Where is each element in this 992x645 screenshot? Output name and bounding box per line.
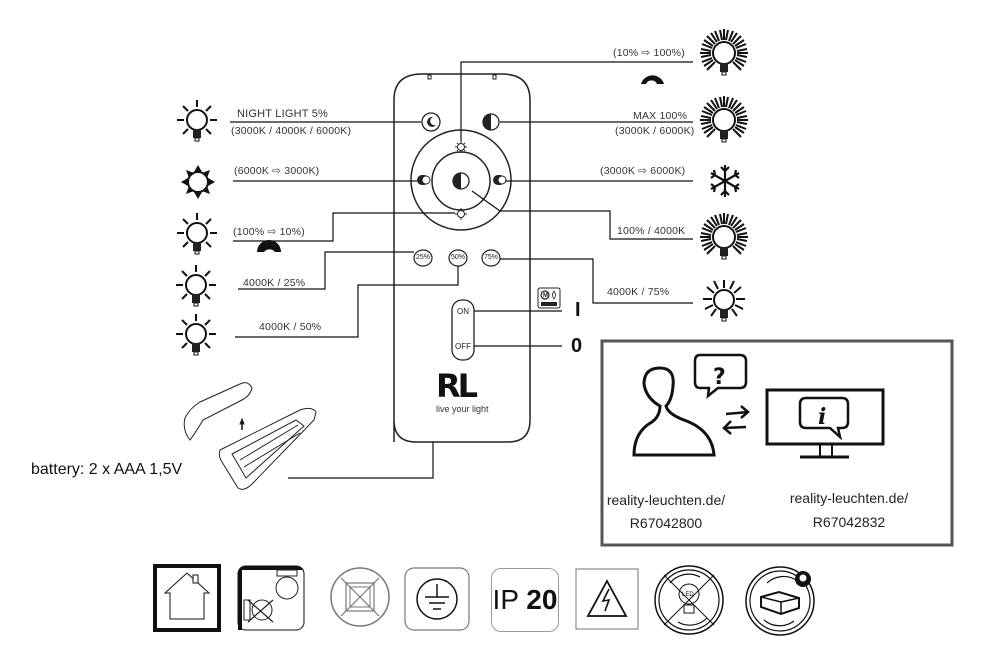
no-insulation-cover-icon <box>330 567 390 627</box>
support-url-2-line2[interactable]: R67042832 <box>812 514 886 530</box>
brand-tagline: live your light <box>436 404 489 414</box>
preset-75-label[interactable]: 75% <box>483 254 498 261</box>
support-url-1-line1[interactable]: reality-leuchten.de/ <box>606 492 726 508</box>
bulb-full-bright-icon <box>700 29 748 76</box>
preset-75-button <box>481 249 501 267</box>
on-symbol: I <box>575 299 581 321</box>
night-light-button <box>421 112 441 132</box>
memory-function-badge: M <box>537 287 561 309</box>
dim-down-curve-icon <box>257 240 281 252</box>
label-preset-25: 4000K / 25% <box>243 277 306 289</box>
electric-hazard-icon <box>575 568 639 630</box>
label-preset-75: 4000K / 75% <box>607 286 670 298</box>
not-for-recessed-icon <box>237 565 305 631</box>
led-not-replaceable-icon: LED <box>654 565 724 635</box>
bulb-dim-down-icon <box>176 212 218 255</box>
support-url-1-line2[interactable]: R67042800 <box>629 515 703 531</box>
battery-compartment-illustration <box>183 382 317 490</box>
cct-cool-button <box>493 175 507 185</box>
bulb-night-light-icon <box>176 99 218 142</box>
label-night-light-cct: (3000K / 4000K / 6000K) <box>231 125 352 137</box>
brightness-up-button <box>455 141 467 153</box>
protection-class-1-icon <box>404 567 470 631</box>
bulb-25-icon <box>175 264 217 307</box>
svg-text:?: ? <box>713 365 726 390</box>
on-button[interactable]: ON <box>457 307 469 316</box>
battery-spec: battery: 2 x AAA 1,5V <box>31 461 183 478</box>
brightness-down-button <box>455 208 467 220</box>
ip-prefix: IP <box>492 584 519 615</box>
label-max: MAX 100% <box>633 110 688 122</box>
bulb-max-icon <box>699 95 749 143</box>
exchange-arrows-icon <box>722 405 750 435</box>
ip-value: 20 <box>526 584 558 615</box>
snowflake-cool-icon <box>710 165 740 197</box>
sun-warm-icon <box>181 165 215 199</box>
center-button <box>452 172 470 190</box>
on-off-switch <box>451 299 475 361</box>
person-icon <box>632 366 716 457</box>
dim-up-curve-icon <box>641 75 664 84</box>
off-button[interactable]: OFF <box>455 342 471 351</box>
svg-text:M: M <box>543 293 548 299</box>
preset-25-button <box>413 249 433 267</box>
ip20-rating: IP 20 <box>491 568 559 632</box>
cct-warm-button <box>417 175 431 185</box>
driver-replaceable-by-professional-icon <box>745 566 815 636</box>
label-dim-up: (10% ⇨ 100%) <box>613 47 685 59</box>
label-max-cct: (3000K / 6000K) <box>615 125 695 137</box>
preset-25-label[interactable]: 25% <box>415 254 430 261</box>
label-preset-50: 4000K / 50% <box>259 321 322 333</box>
svg-text:i: i <box>818 404 826 430</box>
label-center: 100% / 4000K <box>617 225 686 237</box>
label-dim-down: (100% ⇨ 10%) <box>233 226 305 238</box>
indoor-use-icon <box>153 564 221 632</box>
monitor-info-icon: i <box>765 388 885 459</box>
support-url-2-line1[interactable]: reality-leuchten.de/ <box>789 490 909 506</box>
bulb-center-icon <box>699 212 749 260</box>
preset-50-label[interactable]: 50% <box>450 254 465 261</box>
bulb-50-icon <box>175 313 217 356</box>
max-button <box>482 113 500 131</box>
svg-text:LED: LED <box>682 592 694 598</box>
off-symbol: 0 <box>571 335 583 357</box>
brand-logo: RL <box>436 367 478 405</box>
question-bubble-icon: ? <box>693 353 748 399</box>
label-night-light: NIGHT LIGHT 5% <box>237 108 329 120</box>
bulb-75-icon <box>703 280 745 322</box>
label-cct-up: (3000K ⇨ 6000K) <box>600 165 686 177</box>
label-cct-down: (6000K ⇨ 3000K) <box>234 165 320 177</box>
